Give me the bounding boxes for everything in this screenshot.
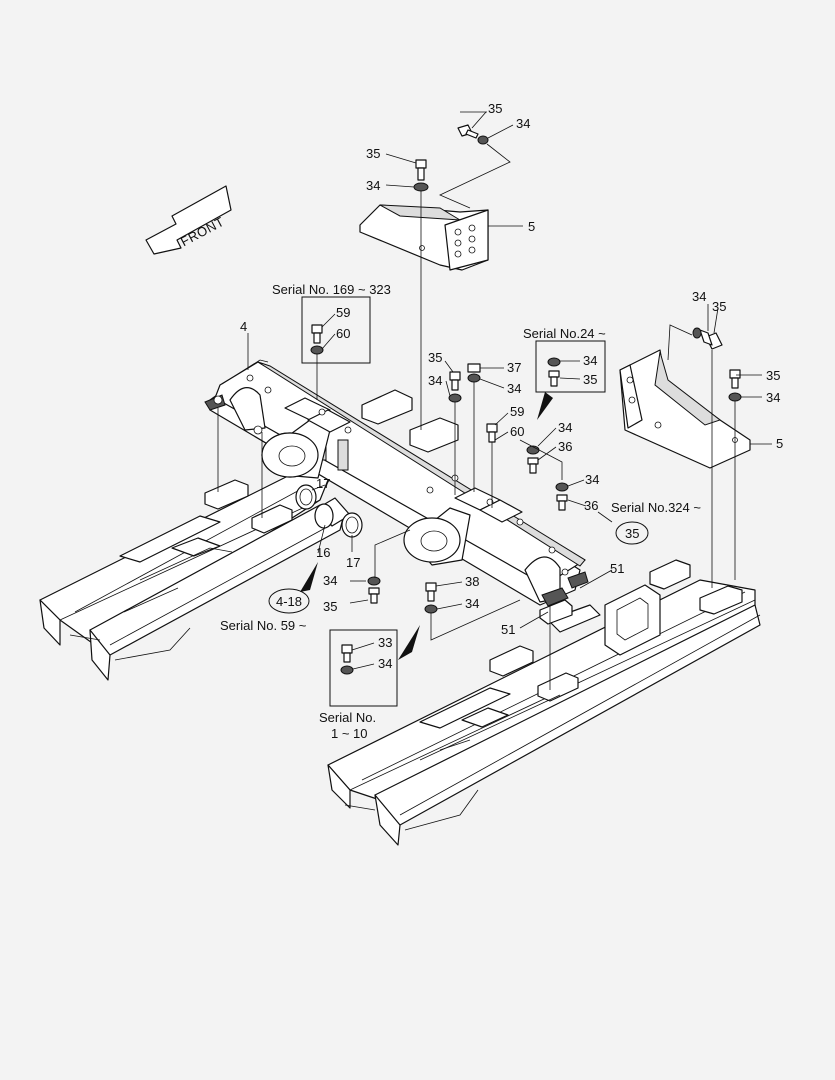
- bolt-35-lower: [367, 576, 381, 604]
- serial-note-1-10-line1: Serial No.: [319, 710, 376, 725]
- ref-oval-35: [615, 521, 649, 545]
- serial-note-324: Serial No.324 ~: [611, 500, 701, 515]
- part-label-51: 51: [501, 622, 515, 637]
- cross-beam: [204, 359, 589, 607]
- part-label-60: 60: [336, 326, 350, 341]
- nut-37: [467, 363, 481, 383]
- part-label-34: 34: [558, 420, 572, 435]
- part-label-34: 34: [766, 390, 780, 405]
- part-label-51: 51: [610, 561, 624, 576]
- part-label-34: 34: [507, 381, 521, 396]
- pointer-wedge-box1: [398, 625, 420, 660]
- rear-bracket: [619, 349, 751, 469]
- part-label-5: 5: [528, 219, 535, 234]
- part-label-34: 34: [465, 596, 479, 611]
- part-label-35: 35: [323, 599, 337, 614]
- part-label-35: 35: [766, 368, 780, 383]
- part-label-36: 36: [558, 439, 572, 454]
- part-label-35: 35: [712, 299, 726, 314]
- part-label-59: 59: [510, 404, 524, 419]
- part-label-34: 34: [583, 353, 597, 368]
- front-bracket: [359, 204, 489, 271]
- part-label-17: 17: [346, 555, 360, 570]
- serial-box-24: [535, 340, 606, 393]
- bolt-33: [340, 644, 354, 675]
- pointer-wedge-box24: [537, 392, 553, 420]
- bolt-60-box: [310, 324, 324, 355]
- part-label-4: 4: [240, 319, 247, 334]
- reference-4-18: 4-18: [276, 594, 302, 609]
- part-label-35: 35: [583, 372, 597, 387]
- serial-box-169: [301, 296, 371, 364]
- serial-notes: Serial No. 169 ~ 323 Serial No.24 ~ Seri…: [220, 282, 701, 741]
- part-label-34: 34: [692, 289, 706, 304]
- bolt-35-mid: [448, 371, 462, 403]
- bolt-35-rear-bracket: [692, 327, 723, 350]
- bolt-38: [424, 582, 438, 614]
- leader-lines: [217, 111, 772, 690]
- bolt-36-b: [555, 482, 569, 511]
- part-label-38: 38: [465, 574, 479, 589]
- serial-note-169-323: Serial No. 169 ~ 323: [272, 282, 391, 297]
- bushing-16: [295, 484, 363, 538]
- part-label-35: 35: [488, 101, 502, 116]
- part-label-34: 34: [428, 373, 442, 388]
- part-label-35: 35: [428, 350, 442, 365]
- serial-box-1-10: [329, 629, 398, 707]
- serial-note-1-10-line2: 1 ~ 10: [331, 726, 368, 741]
- bolt-35-right: [728, 369, 742, 402]
- part-label-59: 59: [336, 305, 350, 320]
- left-pivot-boss: [261, 419, 331, 479]
- part-label-34: 34: [585, 472, 599, 487]
- part-label-60: 60: [510, 424, 524, 439]
- reference-labels: 4-18 35: [276, 526, 639, 609]
- part-label-37: 37: [507, 360, 521, 375]
- part-label-34: 34: [516, 116, 530, 131]
- bolt-36-a: [526, 445, 540, 474]
- front-arrow-icon: FRONT: [145, 185, 232, 255]
- ref-oval-4-18: [268, 588, 310, 614]
- part-label-33: 33: [378, 635, 392, 650]
- reference-35: 35: [625, 526, 639, 541]
- serial-note-59: Serial No. 59 ~: [220, 618, 307, 633]
- part-number-labels: 35 34 35 34 5 4 59 60 34 35 35 34 37 34 …: [240, 101, 783, 671]
- mount-blocks: [361, 389, 573, 625]
- part-label-34: 34: [366, 178, 380, 193]
- bolt-35-top-right: [457, 124, 489, 145]
- left-track-frame: [39, 469, 346, 681]
- bolt-box24: [547, 357, 561, 387]
- bolt-35-top-left: [413, 159, 429, 192]
- part-label-34: 34: [323, 573, 337, 588]
- part-label-34: 34: [378, 656, 392, 671]
- right-track-frame: [327, 559, 761, 846]
- part-label-35: 35: [366, 146, 380, 161]
- pointer-wedge-4-18: [300, 562, 318, 592]
- serial-note-24: Serial No.24 ~: [523, 326, 606, 341]
- part-label-16: 16: [316, 545, 330, 560]
- part-label-17: 17: [316, 476, 330, 491]
- part-label-5: 5: [776, 436, 783, 451]
- right-pivot-boss: [403, 507, 471, 566]
- part-label-36: 36: [584, 498, 598, 513]
